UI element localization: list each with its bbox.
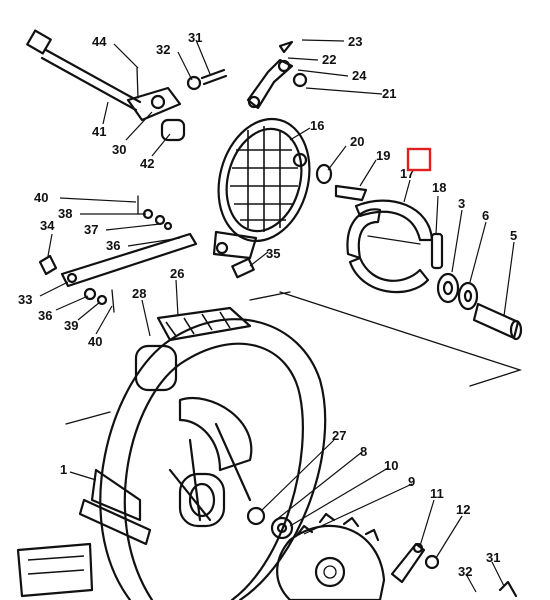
axle-adjuster [126,68,228,142]
part-label-20: 20 [350,134,364,149]
part-label-6: 6 [482,208,489,223]
bearing-stack [430,232,523,341]
part-label-32-bottom: 32 [458,564,472,579]
part-label-22: 22 [322,52,336,67]
part-label-19: 19 [376,148,390,163]
reference-outlines [65,291,523,425]
part-label-10: 10 [384,458,398,473]
part-label-30: 30 [112,142,126,157]
part-label-36-bottom: 36 [38,308,52,323]
part-label-16: 16 [310,118,324,133]
torque-arm [246,40,308,110]
rear-wheel [16,306,327,600]
part-label-27: 27 [332,428,346,443]
part-label-34: 34 [40,218,55,233]
part-label-28: 28 [132,286,146,301]
leader-lines [39,39,515,593]
brake-panel [212,117,311,279]
part-label-33: 33 [18,292,32,307]
part-label-36-top: 36 [106,238,120,253]
part-label-40-bottom: 40 [88,334,102,349]
part-number-labels: 44 32 31 23 22 24 21 41 30 42 16 20 19 4… [18,30,517,579]
part-label-39: 39 [64,318,78,333]
part-label-40-top: 40 [34,190,48,205]
rear-axle [26,29,142,112]
part-label-21: 21 [382,86,396,101]
part-label-37: 37 [84,222,98,237]
part-label-41: 41 [92,124,106,139]
part-label-12: 12 [456,502,470,517]
part-label-24: 24 [352,68,367,83]
part-label-18: 18 [432,180,446,195]
part-label-5: 5 [510,228,517,243]
part-label-1: 1 [60,462,67,477]
part-label-9: 9 [408,474,415,489]
part-label-35: 35 [266,246,280,261]
part-label-31: 31 [188,30,202,45]
rear-sprocket [246,506,518,600]
part-label-44: 44 [92,34,107,49]
highlight-marker [406,147,432,172]
part-label-8: 8 [360,444,367,459]
part-label-31-bottom: 31 [486,550,500,565]
part-label-32: 32 [156,42,170,57]
part-label-3: 3 [458,196,465,211]
part-label-42: 42 [140,156,154,171]
part-label-38: 38 [58,206,72,221]
brake-cam-and-shoes [315,163,434,294]
part-label-23: 23 [348,34,362,49]
part-label-11: 11 [430,486,444,501]
part-label-26: 26 [170,266,184,281]
